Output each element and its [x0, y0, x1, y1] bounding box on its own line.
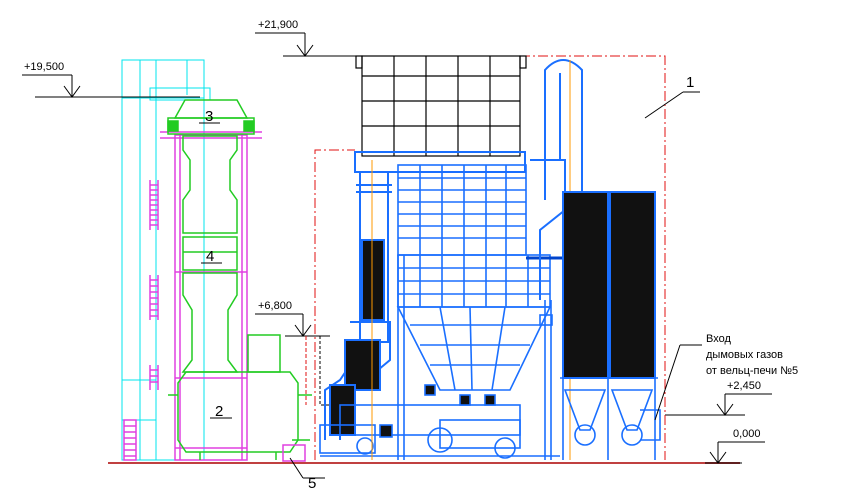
- callout-2: 2: [215, 403, 223, 420]
- blue-duct-column: [324, 151, 526, 440]
- electrofilter-body: [396, 164, 553, 460]
- callout-1: 1: [686, 74, 694, 91]
- filter-top-grid: [355, 55, 527, 157]
- callout-4: 4: [206, 248, 214, 265]
- level-label-2450: +2,450: [727, 380, 761, 392]
- inlet-note-line2: дымовых газов: [706, 349, 783, 361]
- level-marker-2450: [665, 393, 772, 416]
- conveyor-machinery: [319, 384, 560, 459]
- callout-5: 5: [308, 475, 316, 492]
- ladder-left: [123, 180, 159, 461]
- cyan-tower: [121, 59, 211, 461]
- level-label-19500: +19,500: [24, 61, 64, 73]
- level-marker-0000: [705, 441, 765, 464]
- bag-filter-units: [560, 191, 661, 460]
- level-label-0000: 0,000: [733, 428, 761, 440]
- level-marker-19500: [22, 74, 200, 98]
- level-label-21900: +21,900: [258, 19, 298, 31]
- level-marker-6800: [255, 313, 330, 337]
- level-marker-21900: [255, 32, 430, 57]
- inlet-note-line3: от вельц-печи №5: [706, 365, 798, 377]
- callout-leaders: [289, 91, 702, 479]
- callout-3: 3: [205, 108, 213, 125]
- steel-frame: [160, 131, 262, 461]
- scrubber-column: [167, 99, 312, 460]
- level-label-6800: +6,800: [258, 300, 292, 312]
- support-5: [282, 444, 306, 462]
- inlet-note-line1: Вход: [706, 333, 731, 345]
